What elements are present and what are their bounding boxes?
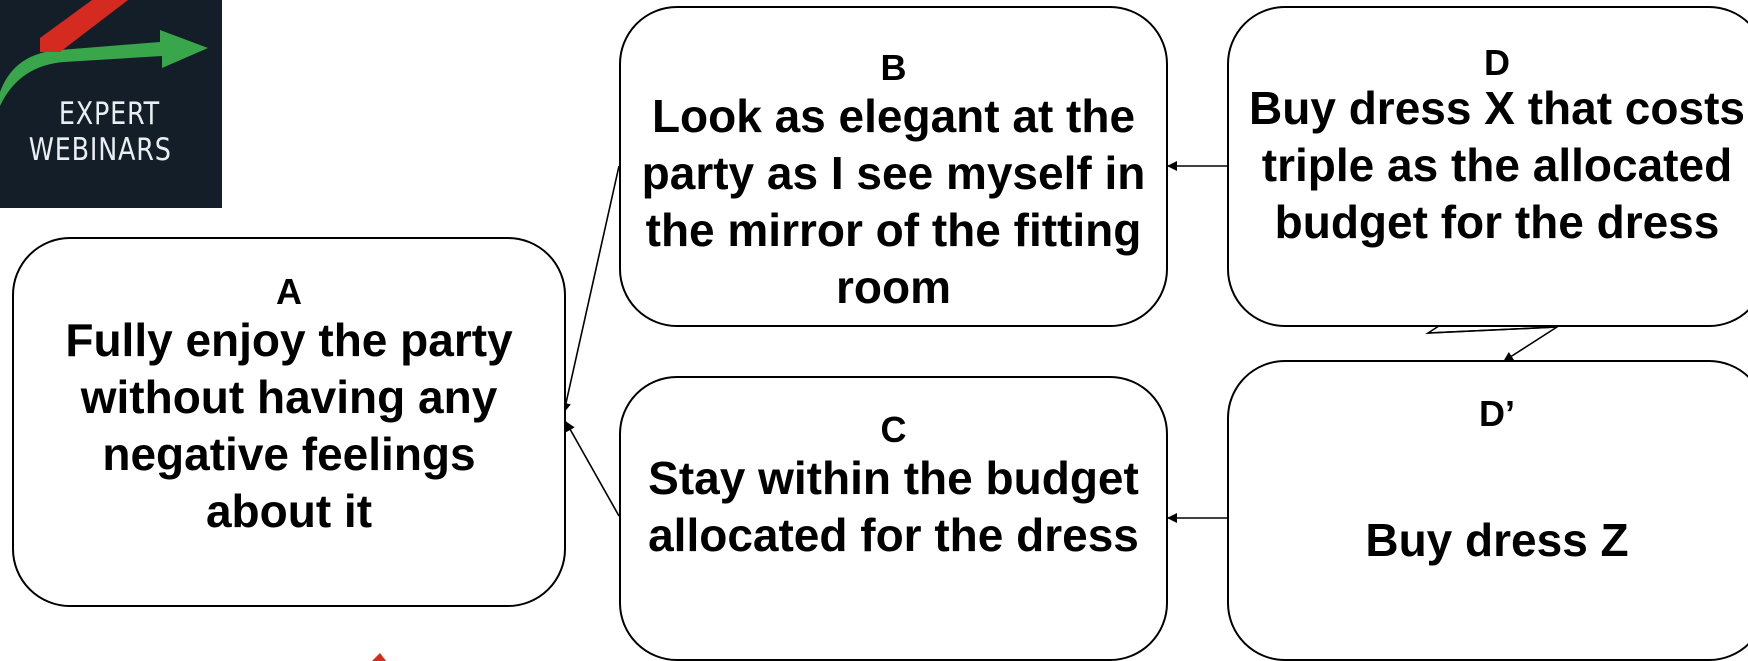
box-d-text: Buy dress X that costs triple as the all… xyxy=(1249,82,1745,248)
arrow-b-to-a xyxy=(561,165,620,413)
box-a-objective: A Fully enjoy the party without having a… xyxy=(12,237,566,607)
expert-webinars-logo: EXPERT WEBINARS xyxy=(0,0,222,208)
box-d-prime-text: Buy dress Z xyxy=(1365,514,1629,566)
box-b-requirement: B Look as elegant at the party as I see … xyxy=(619,6,1168,327)
box-c-text: Stay within the budget allocated for the… xyxy=(648,452,1139,561)
box-d-letter: D xyxy=(1484,42,1510,83)
box-a-letter: A xyxy=(276,271,302,312)
box-d-prime-letter: D’ xyxy=(1479,393,1515,434)
box-c-requirement: C Stay within the budget allocated for t… xyxy=(619,376,1168,661)
logo-text: EXPERT WEBINARS xyxy=(28,96,172,168)
box-d-prime-prerequisite: D’ Buy dress Z xyxy=(1227,360,1748,661)
logo-line-2: WEBINARS xyxy=(28,132,172,168)
arrow-swoosh-icon xyxy=(0,0,208,106)
red-mark xyxy=(372,653,386,661)
arrow-c-to-a xyxy=(565,421,620,517)
box-b-text: Look as elegant at the party as I see my… xyxy=(641,90,1146,313)
box-b-letter: B xyxy=(880,47,907,88)
box-c-letter: C xyxy=(880,409,907,450)
logo-line-1: EXPERT xyxy=(58,96,160,132)
box-d-prerequisite: D Buy dress X that costs triple as the a… xyxy=(1227,6,1748,327)
box-a-text: Fully enjoy the party without having any… xyxy=(65,314,513,537)
conflict-arrow-to-dprime xyxy=(1427,326,1560,362)
